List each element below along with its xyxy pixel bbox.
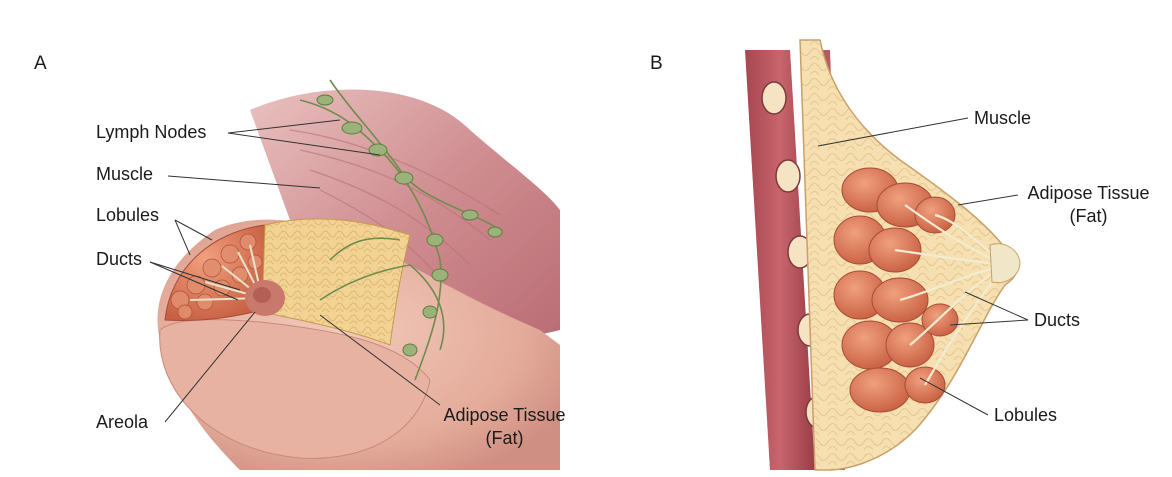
label-ducts-a: Ducts — [96, 249, 142, 270]
label-ducts-b: Ducts — [1034, 310, 1080, 331]
label-lobules-a: Lobules — [96, 205, 159, 226]
label-lymph-nodes-a: Lymph Nodes — [96, 122, 206, 143]
label-muscle-b: Muscle — [974, 108, 1031, 129]
label-areola-a: Areola — [96, 412, 148, 433]
panel-b-illustration — [745, 40, 1028, 470]
label-adipose-a-line2: (Fat) — [432, 428, 577, 449]
label-adipose-a-line1: Adipose Tissue — [432, 405, 577, 426]
label-adipose-b-line1: Adipose Tissue — [1016, 183, 1161, 204]
label-adipose-b-line2: (Fat) — [1016, 206, 1161, 227]
label-muscle-a: Muscle — [96, 164, 153, 185]
nipple-b — [990, 244, 1020, 283]
panel-b-letter: B — [650, 53, 663, 75]
panel-a-letter: A — [34, 53, 47, 75]
label-lobules-b: Lobules — [994, 405, 1057, 426]
